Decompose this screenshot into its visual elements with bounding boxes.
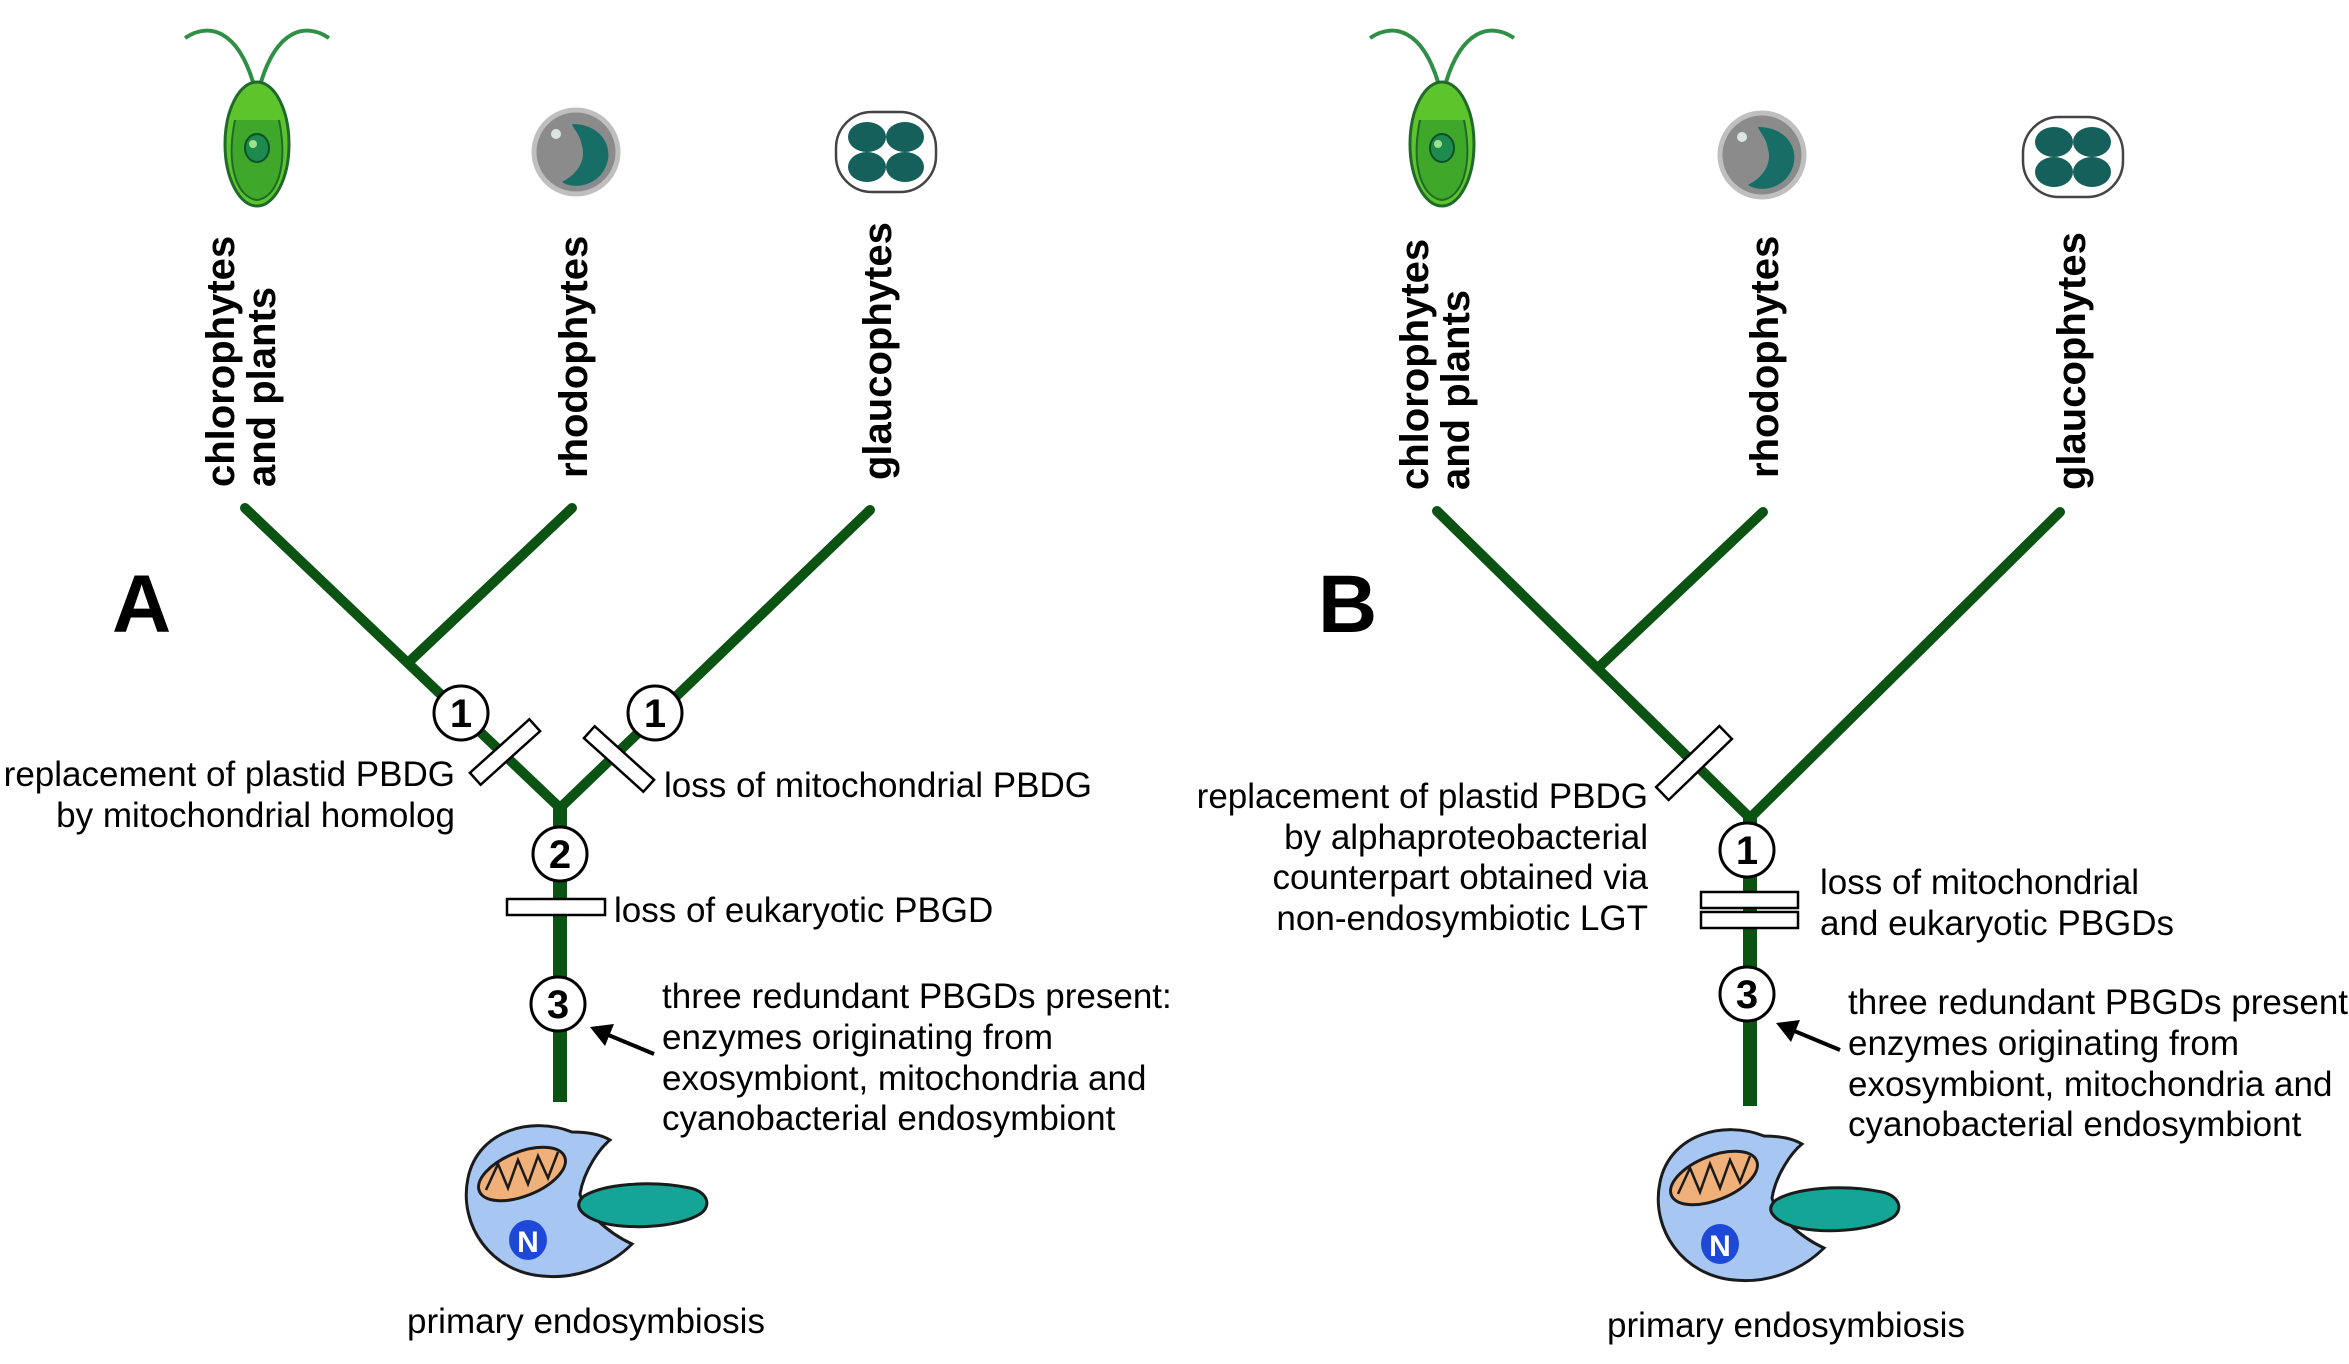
svg-text:1: 1 <box>450 692 472 736</box>
marker-2: 2 <box>531 825 589 883</box>
primary-endosymbiosis-illustration: N <box>464 1124 709 1279</box>
caption-primary-endosymbiosis: primary endosymbiosis <box>1607 1306 1965 1345</box>
marker-1-right: 1 <box>626 684 684 742</box>
taxon-label-chlorophytes: chlorophytes <box>199 236 243 487</box>
svg-text:3: 3 <box>1736 973 1758 1017</box>
svg-text:1: 1 <box>644 692 666 736</box>
svg-text:three redundant PBGDs present:: three redundant PBGDs present: <box>662 977 1172 1016</box>
nucleus-icon: N <box>1701 1224 1739 1264</box>
svg-text:3: 3 <box>547 983 569 1027</box>
svg-text:cyanobacterial endosymbiont: cyanobacterial endosymbiont <box>662 1099 1116 1138</box>
cyanobacterium-icon <box>577 1182 709 1229</box>
svg-text:N: N <box>1709 1230 1731 1263</box>
panel-letter-a: A <box>112 559 171 650</box>
annotation-loss-euk: loss of eukaryotic PBGD <box>614 891 993 930</box>
annotation-loss: loss of mitochondrial and eukaryotic PBG… <box>1820 863 2174 943</box>
svg-text:N: N <box>517 1226 539 1259</box>
taxon-label-glaucophytes: glaucophytes <box>2050 232 2094 490</box>
svg-text:by mitochondrial homolog: by mitochondrial homolog <box>56 796 455 835</box>
glaucophyte-cell-icon <box>2021 115 2125 199</box>
taxon-label-glaucophytes: glaucophytes <box>856 222 900 480</box>
marker-1: 1 <box>1718 821 1776 879</box>
bar-replacement <box>1654 724 1734 802</box>
chlorophyte-cell-icon <box>183 28 331 208</box>
annotation-replacement: replacement of plastid PBDG by mitochond… <box>4 755 455 835</box>
panel-a: A chlorophytes and plants rhodophytes gl… <box>4 28 1172 1341</box>
svg-text:cyanobacterial endosymbiont: cyanobacterial endosymbiont <box>1848 1105 2302 1144</box>
bar-loss-euk <box>505 897 607 917</box>
annotation-three-redundant: three redundant PBGDs present: enzymes o… <box>1848 983 2349 1144</box>
mitochondrion-icon <box>477 1145 567 1203</box>
taxon-label-and-plants: and plants <box>240 287 284 487</box>
svg-text:1: 1 <box>1736 829 1758 873</box>
svg-text:exosymbiont, mitochondria and: exosymbiont, mitochondria and <box>1848 1065 2332 1104</box>
svg-text:enzymes originating from: enzymes originating from <box>1848 1024 2239 1063</box>
rhodophyte-cell-icon <box>1720 113 1804 197</box>
rhodophyte-cell-icon <box>534 110 618 194</box>
annotation-replacement: replacement of plastid PBDG by alphaprot… <box>1197 777 1649 938</box>
caption-primary-endosymbiosis: primary endosymbiosis <box>407 1302 765 1341</box>
bar-loss-mito <box>582 724 656 794</box>
svg-text:by alphaproteobacterial: by alphaproteobacterial <box>1284 818 1648 857</box>
cyanobacterium-icon <box>1769 1186 1901 1233</box>
mitochondrion-icon <box>1669 1149 1759 1207</box>
chlorophyte-cell-icon <box>1368 28 1516 208</box>
svg-text:replacement of plastid PBDG: replacement of plastid PBDG <box>1197 777 1648 816</box>
arrow-icon <box>1776 1020 1841 1052</box>
svg-text:replacement of plastid PBDG: replacement of plastid PBDG <box>4 755 455 794</box>
taxon-label-and-plants: and plants <box>1434 290 1478 490</box>
primary-endosymbiosis-illustration: N <box>1656 1128 1901 1283</box>
annotation-loss-mito: loss of mitochondrial PBDG <box>664 766 1092 805</box>
taxon-label-rhodophytes: rhodophytes <box>552 236 596 478</box>
bar-replacement-left <box>468 717 542 787</box>
marker-1-left: 1 <box>432 684 490 742</box>
svg-text:three redundant PBGDs present:: three redundant PBGDs present: <box>1848 983 2349 1022</box>
taxon-label-chlorophytes: chlorophytes <box>1393 239 1437 490</box>
arrow-icon <box>590 1024 655 1056</box>
svg-text:exosymbiont, mitochondria and: exosymbiont, mitochondria and <box>662 1059 1146 1098</box>
marker-3: 3 <box>1718 965 1776 1023</box>
bar-loss-1 <box>1699 890 1800 910</box>
svg-text:non-endosymbiotic LGT: non-endosymbiotic LGT <box>1276 899 1648 938</box>
svg-text:counterpart obtained via: counterpart obtained via <box>1272 858 1648 897</box>
bar-loss-2 <box>1699 910 1800 930</box>
svg-text:2: 2 <box>549 833 571 877</box>
annotation-three-redundant: three redundant PBGDs present: enzymes o… <box>662 977 1172 1138</box>
panel-b: B chlorophytes and plants rhodophytes gl… <box>1197 28 2349 1345</box>
panel-letter-b: B <box>1318 559 1377 650</box>
glaucophyte-cell-icon <box>834 110 938 194</box>
svg-text:loss of mitochondrial: loss of mitochondrial <box>1820 863 2139 902</box>
nucleus-icon: N <box>509 1220 547 1260</box>
svg-text:and eukaryotic PBGDs: and eukaryotic PBGDs <box>1820 904 2174 943</box>
svg-text:enzymes originating from: enzymes originating from <box>662 1018 1053 1057</box>
marker-3: 3 <box>529 975 587 1033</box>
taxon-label-rhodophytes: rhodophytes <box>1743 236 1787 478</box>
